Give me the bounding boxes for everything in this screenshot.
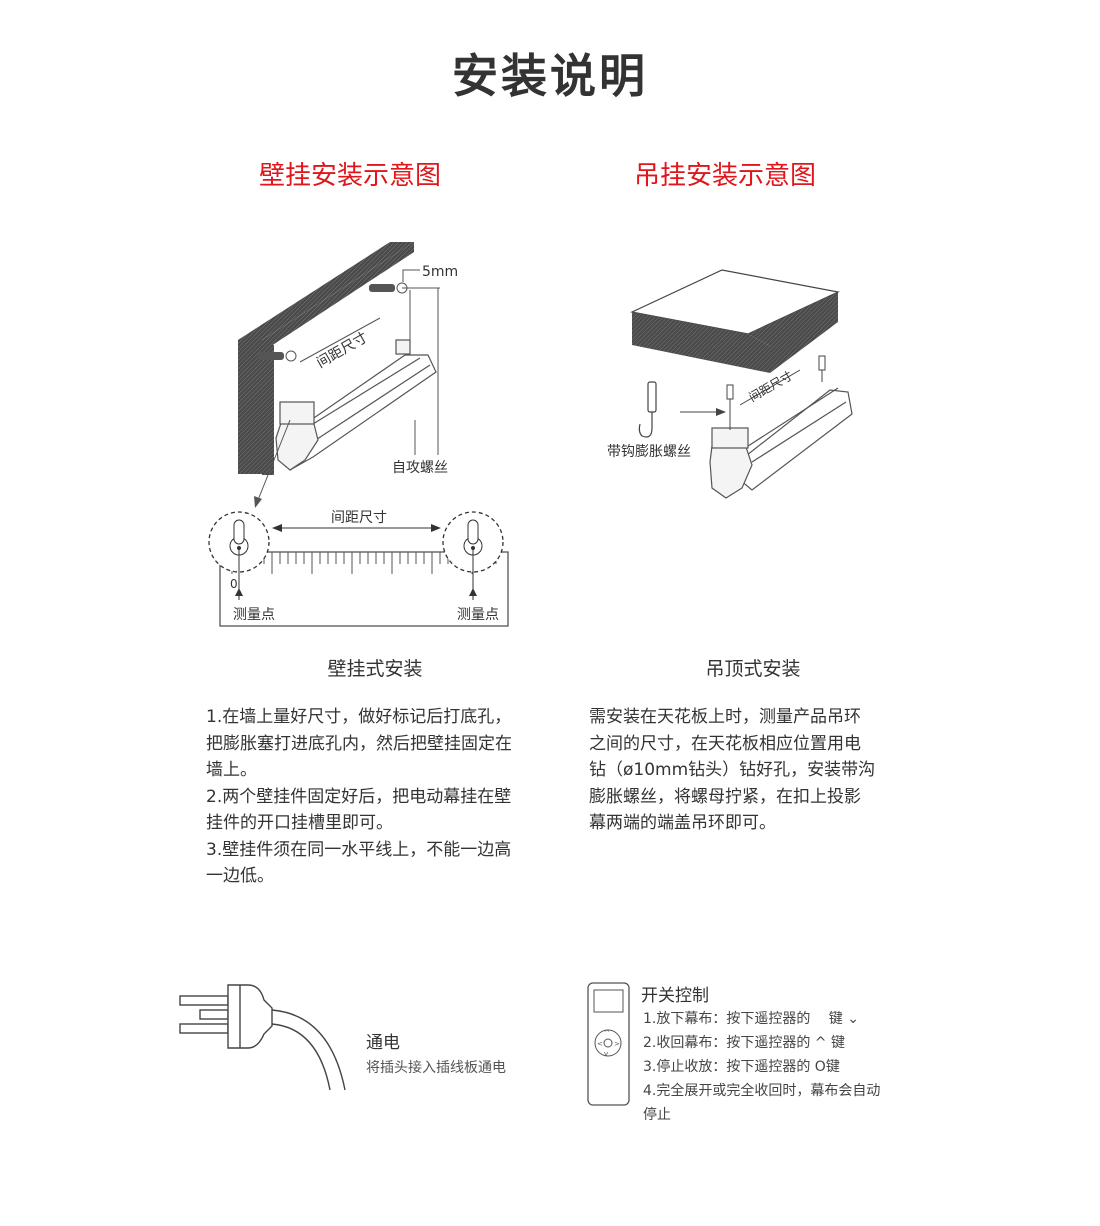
control-items: 1.放下幕布：按下遥控器的 键 ⌄ 2.收回幕布：按下遥控器的 ^ 键 3.停止… xyxy=(643,1007,943,1127)
ceiling-caption: 吊顶式安装 xyxy=(705,658,801,680)
wall-step-line: 一边低。 xyxy=(206,866,274,886)
wall-step-line: 3.壁挂件须在同一水平线上，不能一边高 xyxy=(206,839,512,860)
control-title: 开关控制 xyxy=(641,986,709,1006)
wall-step-line: 挂件的开口挂槽里即可。 xyxy=(206,813,393,833)
keyhole-right xyxy=(442,511,504,573)
wall-left-face xyxy=(238,340,262,474)
anchor-left xyxy=(258,350,297,362)
control-item: 2.收回幕布：按下遥控器的 ^ 键 xyxy=(643,1035,845,1051)
page-title: 安装说明 xyxy=(452,49,648,103)
control-item: 3.停止收放：按下遥控器的 O键 xyxy=(643,1059,840,1075)
wall-step-line: 把膨胀塞打进底孔内，然后把壁挂固定在 xyxy=(206,733,512,754)
wall-step-line: 墙上。 xyxy=(206,760,257,780)
wall-steps: 1.在墙上量好尺寸，做好标记后打底孔， 把膨胀塞打进底孔内，然后把壁挂固定在 墙… xyxy=(206,704,546,890)
power-desc: 将插头接入插线板通电 xyxy=(366,1060,506,1076)
control-item: 4.完全展开或完全收回时，幕布会自动 xyxy=(643,1083,881,1099)
label-screw: 自攻螺丝 xyxy=(392,460,448,476)
ceiling-desc-line: 之间的尺寸，在天花板相应位置用电 xyxy=(589,733,861,754)
svg-text:^: ^ xyxy=(604,1029,610,1037)
ceiling-front-face xyxy=(632,312,770,373)
ceiling-desc-line: 钻（ø10mm钻头）钻好孔，安装带沟 xyxy=(589,760,876,780)
wall-heading: 壁挂安装示意图 xyxy=(258,161,441,191)
screen-tube xyxy=(275,339,437,471)
label-point-left: 测量点 xyxy=(233,607,275,623)
ceiling-desc-line: 幕两端的端盖吊环即可。 xyxy=(589,813,776,833)
plug-icon xyxy=(179,984,346,1091)
hook-screw xyxy=(638,381,657,438)
svg-text:v: v xyxy=(604,1050,608,1058)
wall-step-line: 1.在墙上量好尺寸，做好标记后打底孔， xyxy=(206,707,512,727)
wall-mount-diagram: 5mm 间距尺寸 自攻螺丝 间距尺寸 0 测量点 测量点 xyxy=(208,242,509,627)
ceiling-desc-line: 膨胀螺丝，将螺母拧紧，在扣上投影 xyxy=(589,786,861,807)
ceiling-screen-tube xyxy=(709,387,853,499)
ceiling-heading: 吊挂安装示意图 xyxy=(633,161,816,191)
ceiling-mount-diagram: 带钩膨胀螺丝 间距尺寸 xyxy=(607,269,853,499)
label-hook-screw: 带钩膨胀螺丝 xyxy=(607,443,691,460)
control-item: 1.放下幕布：按下遥控器的 键 ⌄ xyxy=(643,1011,859,1027)
label-spacing: 间距尺寸 xyxy=(331,510,387,526)
wall-top-face xyxy=(238,242,414,340)
ceiling-side-face xyxy=(748,292,838,373)
power-title: 通电 xyxy=(366,1033,400,1053)
control-item: 停止 xyxy=(643,1107,671,1123)
label-point-right: 测量点 xyxy=(457,607,499,623)
keyhole-left xyxy=(208,511,270,573)
svg-text:>: > xyxy=(614,1040,620,1048)
label-zero: 0 xyxy=(230,577,238,591)
ceiling-desc: 需安装在天花板上时，测量产品吊环 之间的尺寸，在天花板相应位置用电 钻（ø10m… xyxy=(589,704,909,837)
anchor-top xyxy=(369,282,408,294)
label-5mm: 5mm xyxy=(422,264,458,280)
wall-step-line: 2.两个壁挂件固定好后，把电动幕挂在壁 xyxy=(206,786,512,807)
wall-caption: 壁挂式安装 xyxy=(327,658,423,680)
remote-icon: ^ v < > xyxy=(587,982,630,1106)
ceiling-desc-line: 需安装在天花板上时，测量产品吊环 xyxy=(589,707,861,727)
label-ceiling-spacing: 间距尺寸 xyxy=(747,368,796,404)
svg-text:<: < xyxy=(597,1040,603,1048)
